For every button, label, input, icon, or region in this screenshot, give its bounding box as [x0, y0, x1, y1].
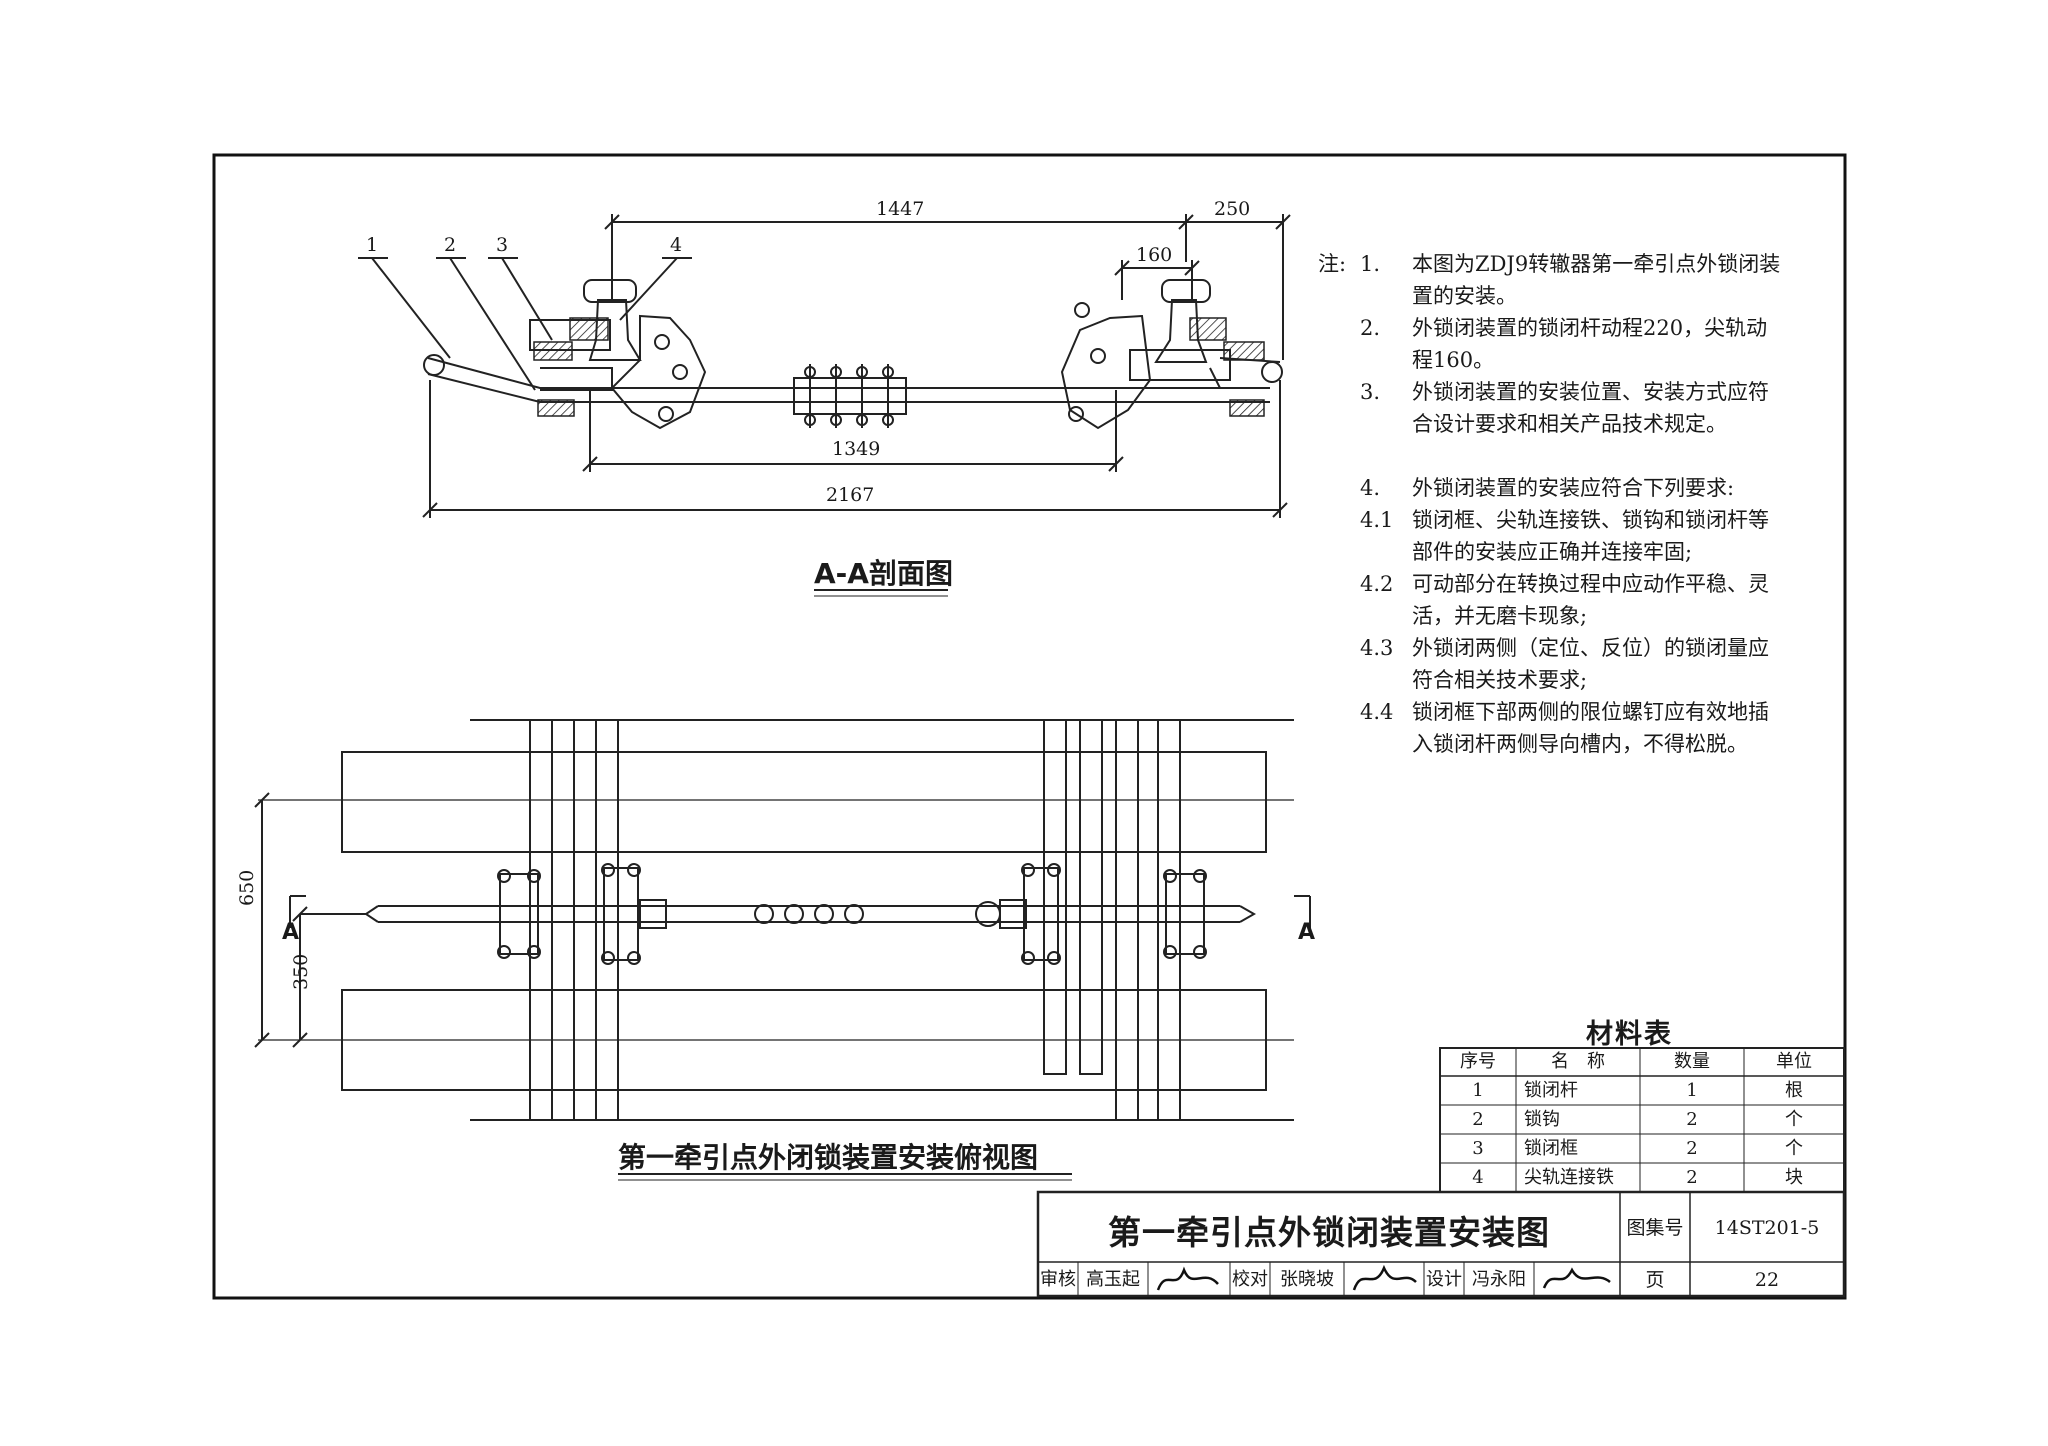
review-label: 审核 — [1040, 1269, 1076, 1290]
section-view-title: A-A剖面图 — [814, 557, 953, 590]
table-header-cell: 单位 — [1776, 1051, 1812, 1072]
table-cell: 2 — [1686, 1109, 1698, 1130]
check-label: 校对 — [1232, 1269, 1268, 1290]
note-text: 锁闭框下部两侧的限位螺钉应有效地插入锁闭杆两侧导向槽内，不得松脱。 — [1412, 700, 1769, 756]
table-cell: 2 — [1686, 1138, 1698, 1159]
table-cell: 2 — [1472, 1109, 1484, 1130]
plan-view-linework — [254, 719, 1311, 1121]
note-number: 4.3 — [1360, 636, 1394, 660]
note-text: 外锁闭装置的安装位置、安装方式应符合设计要求和相关产品技术规定。 — [1412, 380, 1769, 436]
table-header-cell: 数量 — [1674, 1051, 1710, 1072]
note-text: 外锁闭装置的锁闭杆动程220，尖轨动程160。 — [1412, 316, 1768, 372]
notes-heading: 注: — [1318, 252, 1347, 276]
callout-4: 4 — [670, 234, 683, 256]
reviewer-name: 高玉起 — [1086, 1269, 1140, 1290]
design-label: 设计 — [1426, 1269, 1462, 1290]
materials-table-title: 材料表 — [1586, 1019, 1673, 1050]
note-text: 锁闭框、尖轨连接铁、锁钩和锁闭杆等部件的安装应正确并连接牢固; — [1412, 508, 1769, 564]
page-label: 页 — [1645, 1269, 1665, 1291]
section-view-hatching — [533, 317, 1265, 417]
atlas-number: 14ST201-5 — [1714, 1217, 1820, 1239]
dim-label-650: 650 — [236, 869, 258, 906]
title-block-grid — [1036, 1190, 1846, 1298]
note-number: 4. — [1360, 476, 1381, 500]
table-cell: 1 — [1472, 1080, 1484, 1101]
drawing-title: 第一牵引点外锁闭装置安装图 — [1108, 1213, 1550, 1252]
drawing-frame — [212, 153, 1847, 1300]
callout-2: 2 — [444, 234, 457, 256]
dim-label-250: 250 — [1214, 198, 1251, 220]
signature-marks — [1156, 1264, 1611, 1291]
table-cell: 2 — [1686, 1167, 1698, 1188]
note-text: 本图为ZDJ9转辙器第一牵引点外锁闭装置的安装。 — [1412, 252, 1781, 308]
note-number: 1. — [1360, 252, 1381, 276]
plan-view-title: 第一牵引点外闭锁装置安装俯视图 — [618, 1141, 1039, 1174]
callout-3: 3 — [496, 234, 509, 256]
dim-label-160: 160 — [1136, 244, 1173, 266]
table-cell: 锁闭杆 — [1524, 1080, 1578, 1101]
note-text: 可动部分在转换过程中应动作平稳、灵活，并无磨卡现象; — [1412, 572, 1769, 628]
section-mark-right: A — [1298, 920, 1316, 945]
table-header-cell: 序号 — [1460, 1051, 1496, 1072]
section-view-linework — [358, 214, 1291, 518]
table-cell: 个 — [1785, 1138, 1803, 1159]
atlas-label: 图集号 — [1626, 1217, 1684, 1239]
note-number: 3. — [1360, 380, 1381, 404]
table-cell: 4 — [1472, 1167, 1484, 1188]
table-cell: 锁钩 — [1524, 1109, 1560, 1130]
note-number: 2. — [1360, 316, 1381, 340]
table-cell: 锁闭框 — [1524, 1138, 1578, 1159]
materials-table-grid — [1439, 1047, 1845, 1193]
note-number: 4.4 — [1360, 700, 1394, 724]
table-cell: 个 — [1785, 1109, 1803, 1130]
designer-name: 冯永阳 — [1472, 1269, 1526, 1290]
section-mark-left: A — [282, 920, 300, 945]
table-cell: 3 — [1472, 1138, 1484, 1159]
table-cell: 根 — [1785, 1080, 1803, 1101]
dim-label-1349: 1349 — [832, 438, 881, 460]
page-number: 22 — [1754, 1269, 1780, 1291]
note-text: 外锁闭两侧（定位、反位）的锁闭量应符合相关技术要求; — [1412, 636, 1769, 692]
note-number: 4.1 — [1360, 508, 1394, 532]
checker-name: 张晓坡 — [1280, 1269, 1334, 1290]
dim-label-350: 350 — [290, 953, 312, 990]
dim-label-1447: 1447 — [876, 198, 925, 220]
table-header-cell: 名 称 — [1551, 1051, 1605, 1072]
table-cell: 尖轨连接铁 — [1524, 1167, 1614, 1188]
table-cell: 1 — [1686, 1080, 1698, 1101]
callout-1: 1 — [366, 234, 379, 256]
table-cell: 块 — [1785, 1167, 1803, 1188]
note-text: 外锁闭装置的安装应符合下列要求: — [1412, 476, 1735, 500]
note-number: 4.2 — [1360, 572, 1394, 596]
dim-label-2167: 2167 — [826, 484, 875, 506]
